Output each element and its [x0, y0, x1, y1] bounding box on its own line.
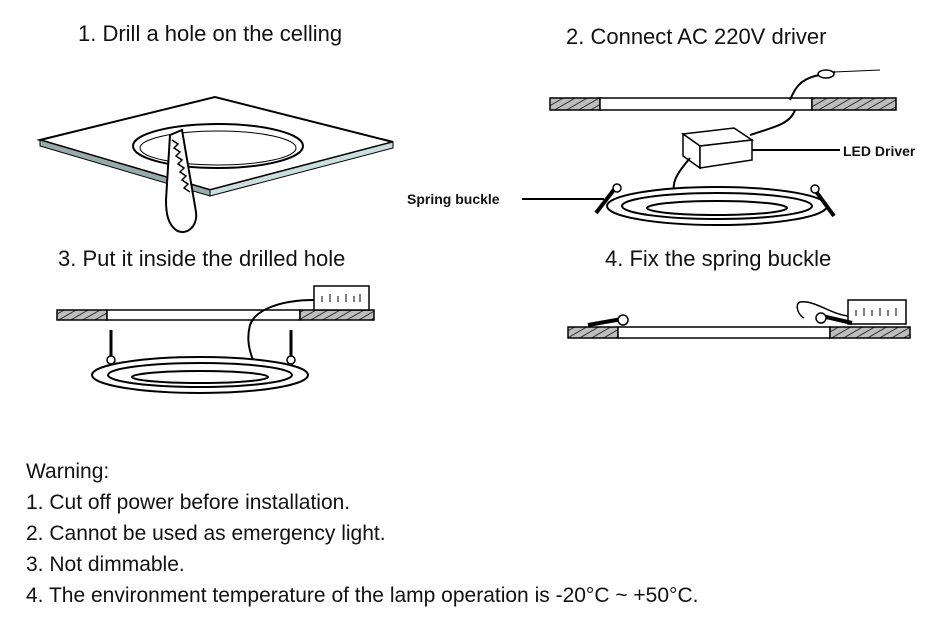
warning-block: Warning: 1. Cut off power before install… [26, 456, 698, 611]
step-3-title: 3. Put it inside the drilled hole [58, 246, 346, 271]
ceiling-left [567, 326, 619, 339]
ceiling-right [299, 309, 375, 321]
spring-buckle-right [810, 184, 836, 218]
step-2-title: 2. Connect AC 220V driver [566, 24, 827, 49]
saw-icon [164, 128, 198, 233]
spring-buckle-left [594, 183, 622, 215]
step-1-title: 1. Drill a hole on the celling [78, 21, 343, 46]
led-driver-label: LED Driver [843, 143, 916, 159]
led-driver-box [847, 299, 907, 325]
spring-buckle-left [587, 314, 629, 327]
spring-buckle-label: Spring buckle [407, 191, 500, 207]
led-driver-box [680, 127, 755, 170]
spring-buckle-right [815, 312, 853, 325]
step-4-title: 4. Fix the spring buckle [605, 246, 832, 271]
ceiling-left [56, 309, 108, 321]
step1-illustration [36, 95, 394, 233]
warning-heading: Warning: [26, 460, 110, 483]
ceiling-right [829, 326, 911, 339]
step2-illustration [522, 69, 897, 226]
led-driver-box [313, 285, 370, 311]
warning-item: 2. Cannot be used as emergency light. [26, 522, 386, 545]
step3-illustration [56, 285, 375, 394]
ceiling-right [811, 97, 897, 111]
step4-illustration [567, 299, 911, 339]
warning-item: 3. Not dimmable. [26, 553, 185, 576]
ceiling-left [549, 97, 601, 111]
warning-item: 1. Cut off power before installation. [26, 491, 351, 514]
warning-item: 4. The environment temperature of the la… [26, 584, 699, 607]
